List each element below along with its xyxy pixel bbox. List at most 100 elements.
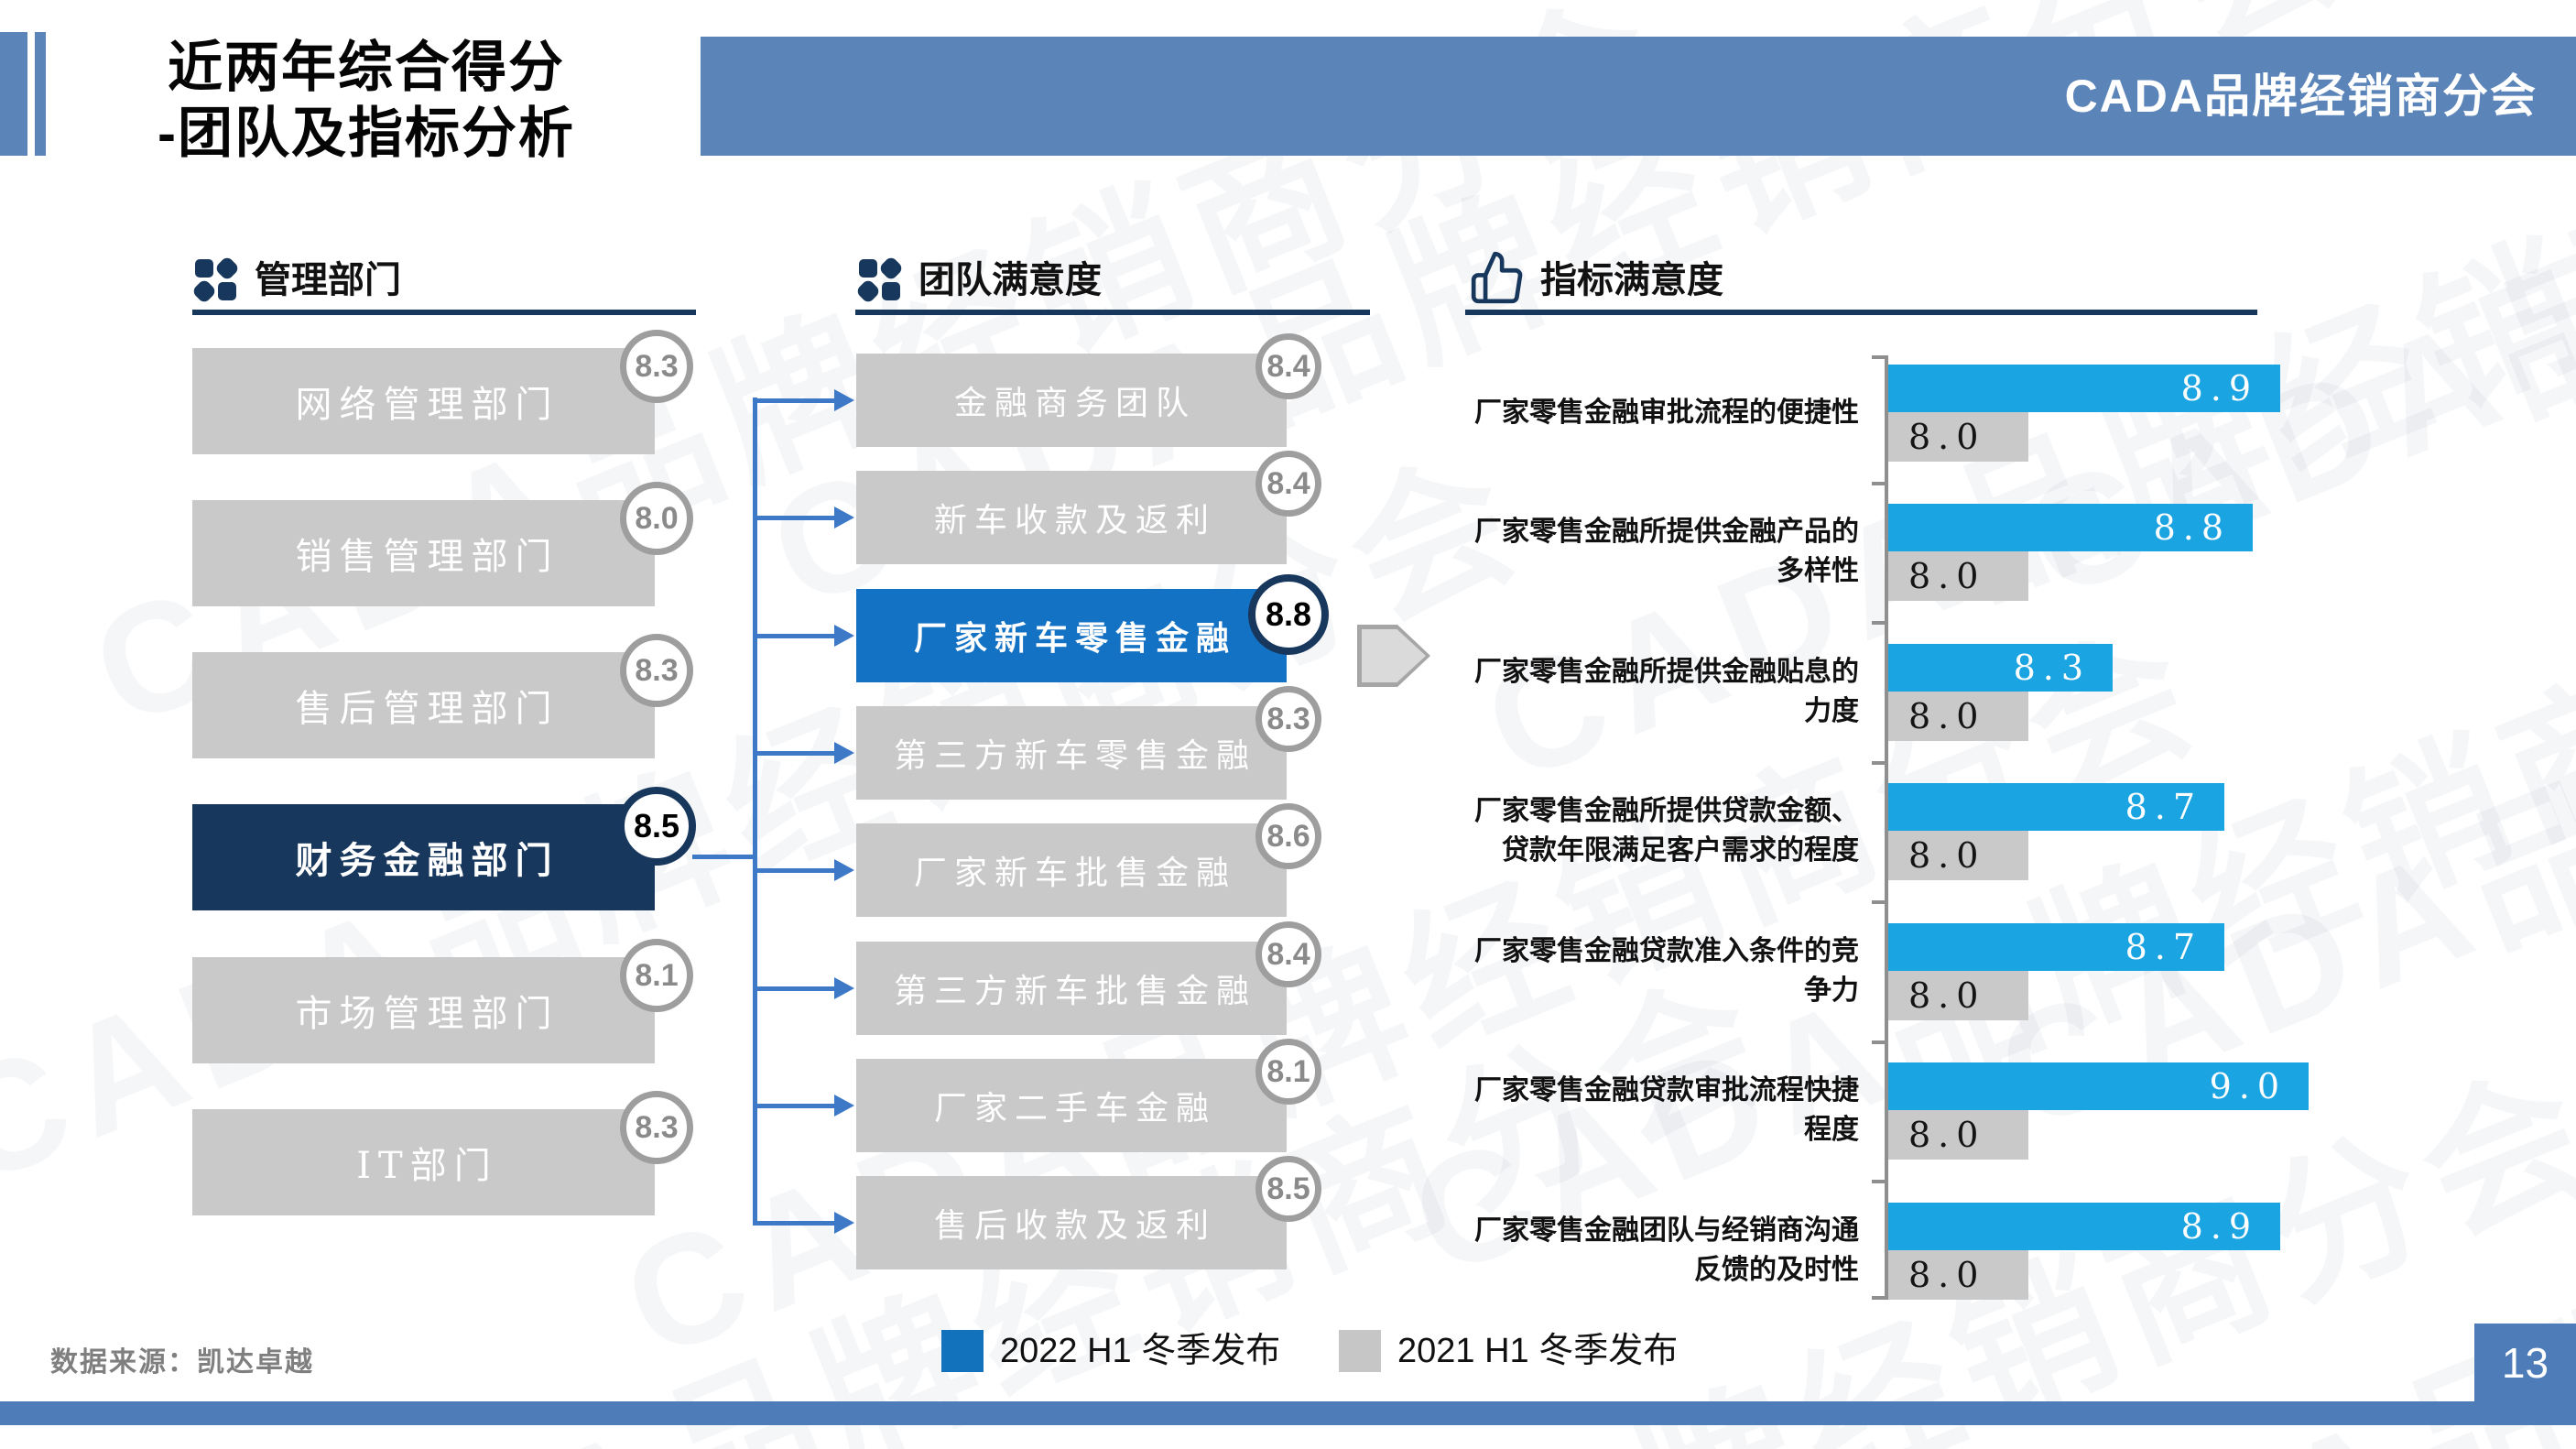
top-banner: CADA品牌经销商分会 <box>701 37 2576 156</box>
team-bar: 第三方新车批售金融 <box>856 942 1287 1035</box>
connector-branch-line <box>692 855 757 859</box>
grid-icon <box>854 255 905 305</box>
axis-tick <box>1872 482 1886 485</box>
team-bar: 新车收款及返利 <box>856 471 1287 564</box>
legend-label-2021: 2021 H1 冬季发布 <box>1397 1332 1679 1370</box>
axis-tick <box>1872 761 1886 765</box>
connector-arrowhead <box>834 859 854 881</box>
axis-tick <box>1872 621 1886 625</box>
bottom-strip <box>0 1401 2576 1425</box>
chart-bar-2022: 8.7 <box>1888 923 2224 971</box>
team-bar: 厂家二手车金融 <box>856 1059 1287 1152</box>
connector-arrow-shaft <box>755 634 836 638</box>
score-badge: 8.0 <box>620 482 693 555</box>
chart-category-label: 厂家零售金融审批流程的便捷性 <box>1310 357 1859 467</box>
chart-category-line: 程度 <box>1804 1114 1859 1146</box>
chart-bar-2021: 8.0 <box>1888 971 2028 1020</box>
axis-tick <box>1872 900 1886 904</box>
indicators-header: 指标满意度 <box>1540 260 1723 300</box>
department-bar: 销售管理部门 <box>192 500 655 606</box>
chart-bar-2021: 8.0 <box>1888 1250 2028 1300</box>
legend-swatch-2022 <box>941 1330 984 1372</box>
data-source-note: 数据来源：凯达卓越 <box>50 1347 314 1378</box>
chart-bar-2022: 8.9 <box>1888 1203 2280 1250</box>
connector-arrow-shaft <box>755 986 836 991</box>
watermark-text: CADA品牌经销商分会 <box>1975 372 2576 1163</box>
score-badge: 8.4 <box>1255 333 1321 399</box>
chart-category-label: 厂家零售金融贷款准入条件的竞争力 <box>1310 916 1859 1026</box>
chart-category-line: 反馈的及时性 <box>1694 1254 1859 1286</box>
score-badge: 8.3 <box>620 1091 693 1164</box>
score-badge: 8.4 <box>1255 921 1321 987</box>
chart-category-label: 厂家零售金融所提供金融贴息的力度 <box>1310 637 1859 746</box>
score-badge: 8.3 <box>620 634 693 707</box>
chart-axis <box>1885 355 1888 1300</box>
connector-arrowhead <box>834 389 854 411</box>
axis-tick <box>1872 355 1886 359</box>
department-bar: 市场管理部门 <box>192 957 655 1063</box>
chart-bar-2021: 8.0 <box>1888 692 2028 741</box>
team-bar: 金融商务团队 <box>856 354 1287 447</box>
chart-bar-2021: 8.0 <box>1888 412 2028 462</box>
chart-category-line: 厂家零售金融所提供金融贴息的 <box>1474 656 1859 688</box>
score-badge: 8.5 <box>617 787 696 866</box>
chart-category-line: 厂家零售金融所提供金融产品的 <box>1474 516 1859 548</box>
chart-bar-2021: 8.0 <box>1888 1110 2028 1160</box>
title-accent-bar-wide <box>0 32 27 156</box>
score-badge: 8.1 <box>1255 1039 1321 1105</box>
chart-category-label: 厂家零售金融贷款审批流程快捷程度 <box>1310 1055 1859 1165</box>
title-accent-bar-thin <box>35 32 46 156</box>
chart-bar-2022: 8.3 <box>1888 644 2113 692</box>
connector-arrow-shaft <box>755 868 836 873</box>
chart-bar-2021: 8.0 <box>1888 831 2028 880</box>
chart-category-line: 厂家零售金融审批流程的便捷性 <box>1474 396 1859 429</box>
departments-header: 管理部门 <box>255 260 401 300</box>
legend-label-2022: 2022 H1 冬季发布 <box>1000 1332 1281 1370</box>
page-title-line1: 近两年综合得分 <box>168 37 565 98</box>
chart-bar-2022: 8.9 <box>1888 365 2280 412</box>
axis-tick <box>1872 1040 1886 1044</box>
score-badge: 8.3 <box>1255 686 1321 752</box>
team-bar: 厂家新车零售金融 <box>856 589 1287 682</box>
connector-arrowhead <box>834 507 854 528</box>
connector-arrow-shaft <box>755 398 836 403</box>
chart-category-line: 争力 <box>1804 975 1859 1007</box>
indicators-underline <box>1465 310 2257 315</box>
chart-category-label: 厂家零售金融所提供贷款金额、贷款年限满足客户需求的程度 <box>1310 776 1859 886</box>
department-bar: 财务金融部门 <box>192 804 655 910</box>
connector-arrow-shaft <box>755 751 836 756</box>
chart-category-line: 厂家零售金融所提供贷款金额、 <box>1474 795 1859 827</box>
watermark-text: CADA品牌经销商分会 <box>1389 518 2576 1310</box>
connector-arrowhead <box>834 742 854 764</box>
team-bar: 厂家新车批售金融 <box>856 823 1287 917</box>
connector-arrowhead <box>834 1212 854 1234</box>
chart-category-line: 多样性 <box>1777 555 1859 587</box>
score-badge: 8.4 <box>1255 451 1321 517</box>
axis-tick <box>1872 1296 1886 1300</box>
department-bar: IT部门 <box>192 1109 655 1215</box>
banner-brand-text: CADA品牌经销商分会 <box>2064 71 2538 122</box>
score-badge: 8.1 <box>620 939 693 1012</box>
page-title-line2: -团队及指标分析 <box>158 103 575 164</box>
team-bar: 第三方新车零售金融 <box>856 706 1287 800</box>
chart-bar-2022: 8.7 <box>1888 783 2224 831</box>
connector-arrow-shaft <box>755 1104 836 1108</box>
chart-bar-2021: 8.0 <box>1888 551 2028 601</box>
department-bar: 售后管理部门 <box>192 652 655 758</box>
chart-category-line: 厂家零售金融贷款审批流程快捷 <box>1474 1074 1859 1106</box>
chart-category-label: 厂家零售金融所提供金融产品的多样性 <box>1310 496 1859 606</box>
team-bar: 售后收款及返利 <box>856 1176 1287 1269</box>
score-badge: 8.6 <box>1255 803 1321 869</box>
grid-icon <box>190 255 241 305</box>
department-bar: 网络管理部门 <box>192 348 655 454</box>
departments-underline <box>192 310 696 315</box>
connector-arrow-shaft <box>755 1221 836 1226</box>
chart-category-line: 厂家零售金融团队与经销商沟通 <box>1474 1215 1859 1247</box>
chart-category-line: 贷款年限满足客户需求的程度 <box>1502 834 1859 866</box>
connector-arrowhead <box>834 1095 854 1117</box>
chart-bar-2022: 8.8 <box>1888 504 2253 551</box>
connector-arrowhead <box>834 625 854 647</box>
chart-category-line: 力度 <box>1804 695 1859 727</box>
page-number: 13 <box>2474 1324 2576 1401</box>
